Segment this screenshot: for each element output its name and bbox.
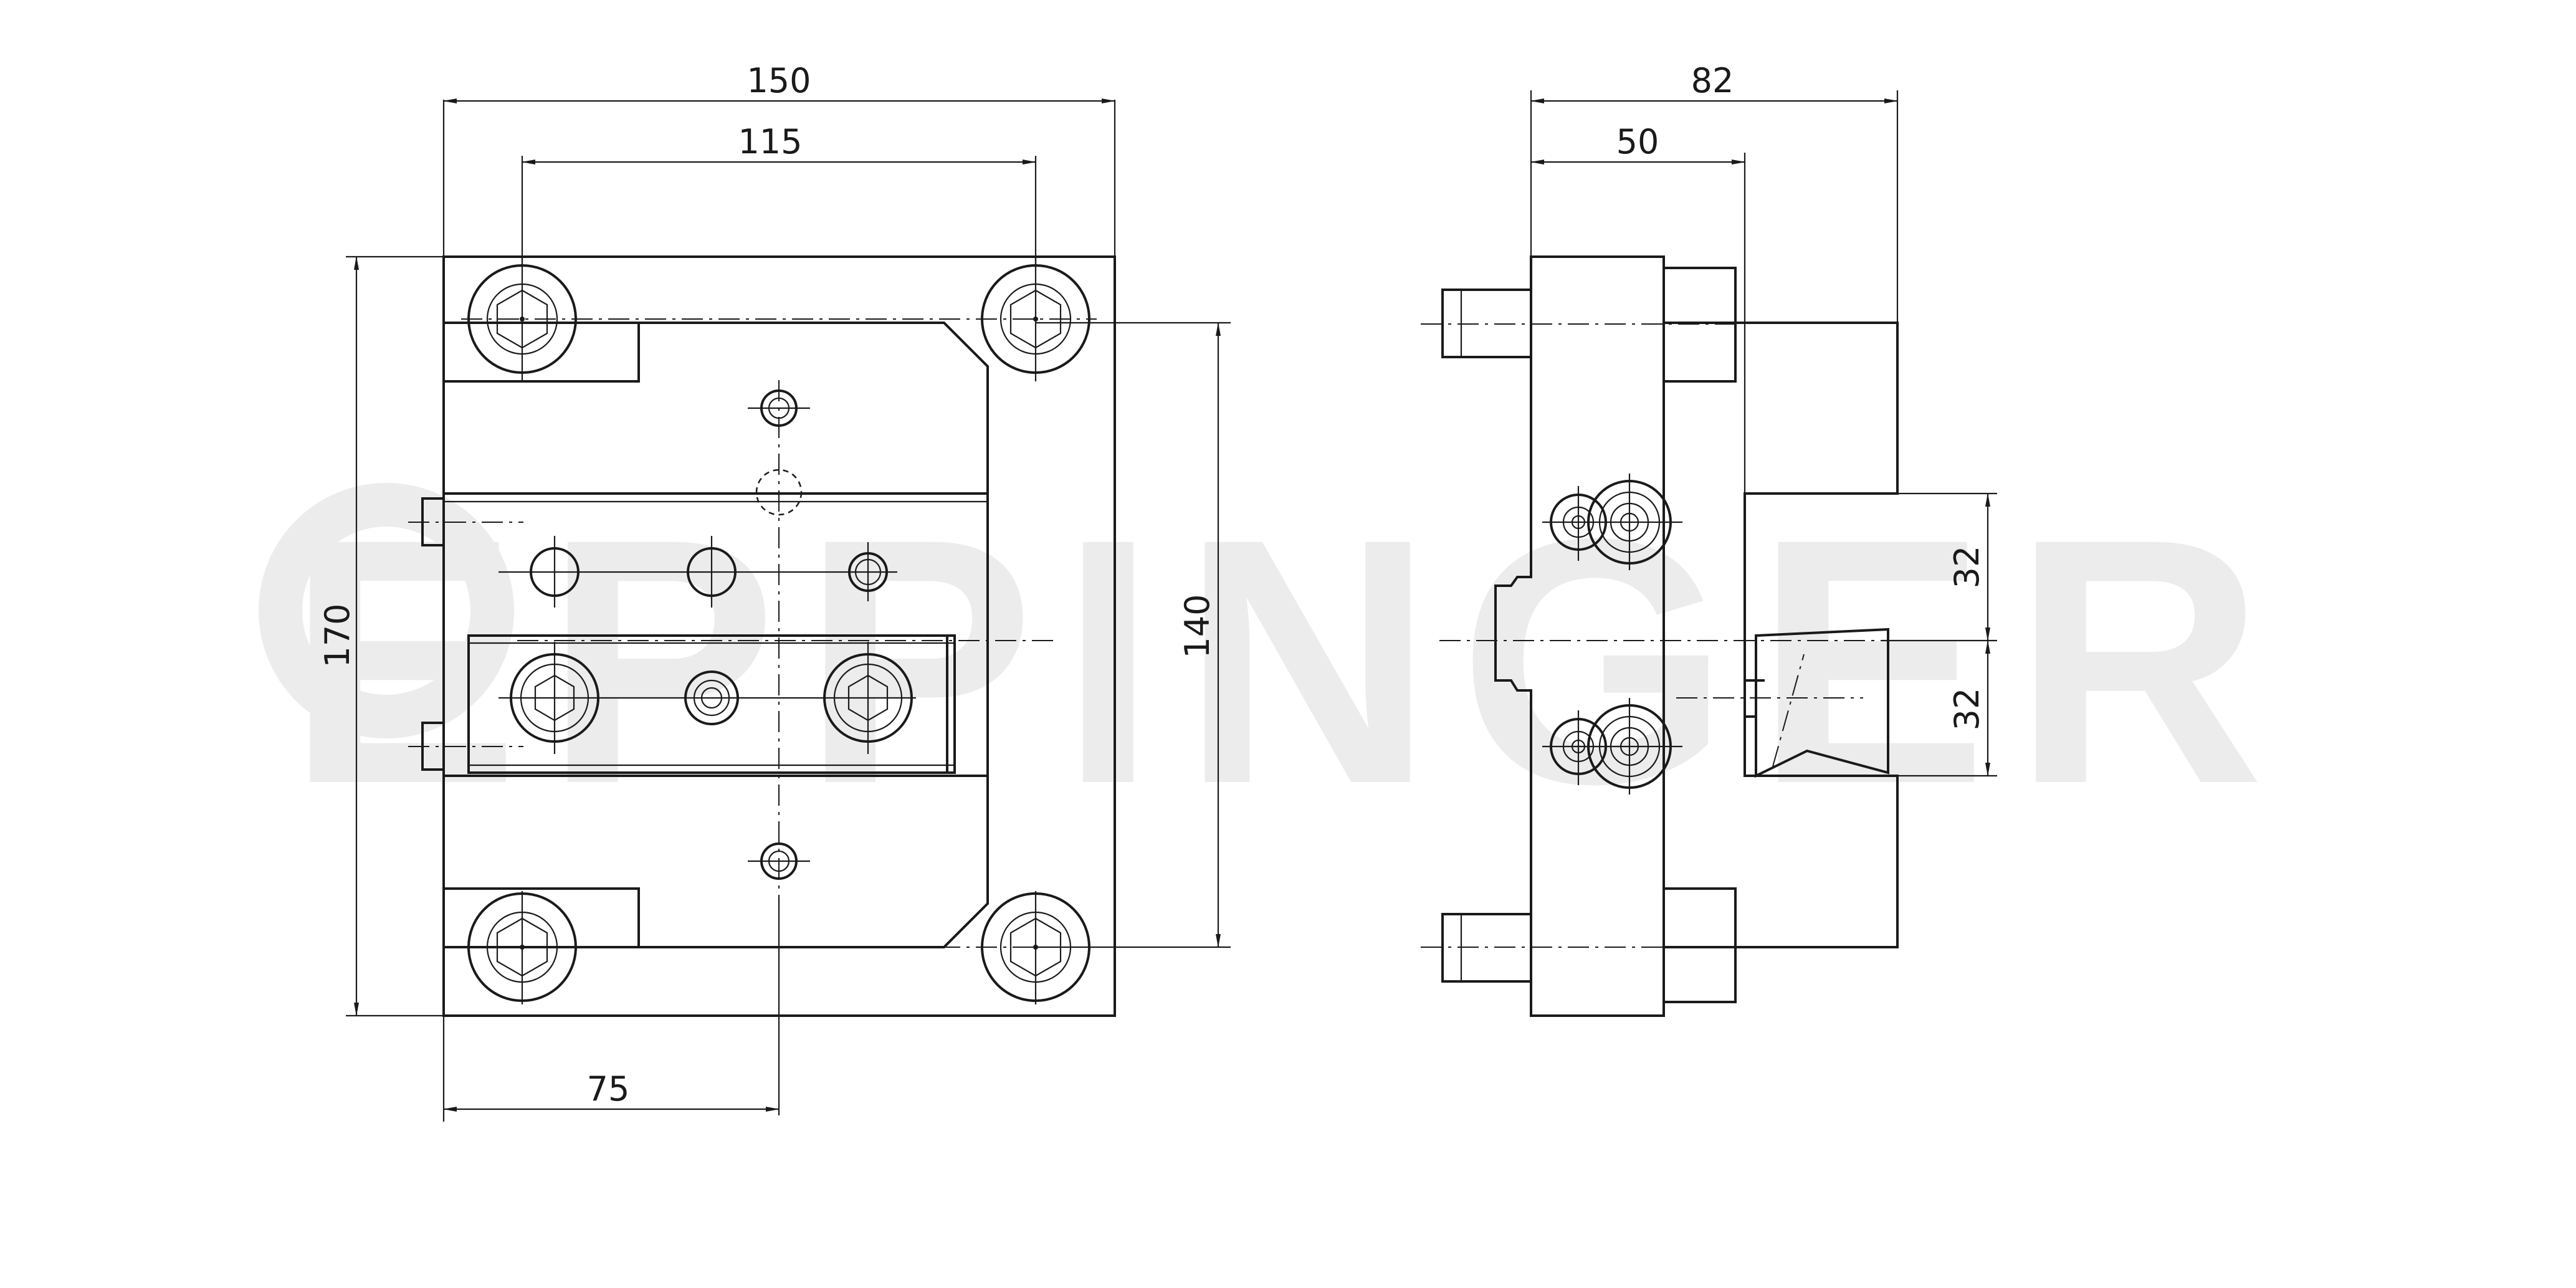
front-hidden-hole	[755, 469, 803, 516]
dim-side-body-depth: 50	[1616, 122, 1659, 161]
eppinger-watermark: EPPINGER	[259, 466, 2289, 856]
side-back-plate	[1664, 322, 1899, 948]
dim-front-hole-height: 140	[1178, 594, 1217, 658]
side-view: 82 50 32 32	[1421, 61, 1997, 1017]
watermark-text: EPPINGER	[287, 466, 2289, 856]
dim-front-hole-spacing: 115	[738, 122, 802, 161]
dim-side-upper-offset: 32	[1947, 546, 1987, 589]
side-main-body	[1494, 255, 1665, 1017]
dim-front-half-width: 75	[587, 1069, 630, 1109]
front-top-left-step	[444, 322, 640, 383]
dim-side-depth: 82	[1691, 61, 1734, 100]
side-bottom-clamp	[1662, 887, 1737, 1003]
dim-front-width: 150	[747, 61, 811, 100]
side-wedge	[1755, 627, 1889, 778]
dim-front-height: 170	[318, 603, 357, 667]
front-view: 150 115 170 140 75	[318, 61, 1231, 1122]
dim-side-lower-offset: 32	[1947, 688, 1987, 731]
